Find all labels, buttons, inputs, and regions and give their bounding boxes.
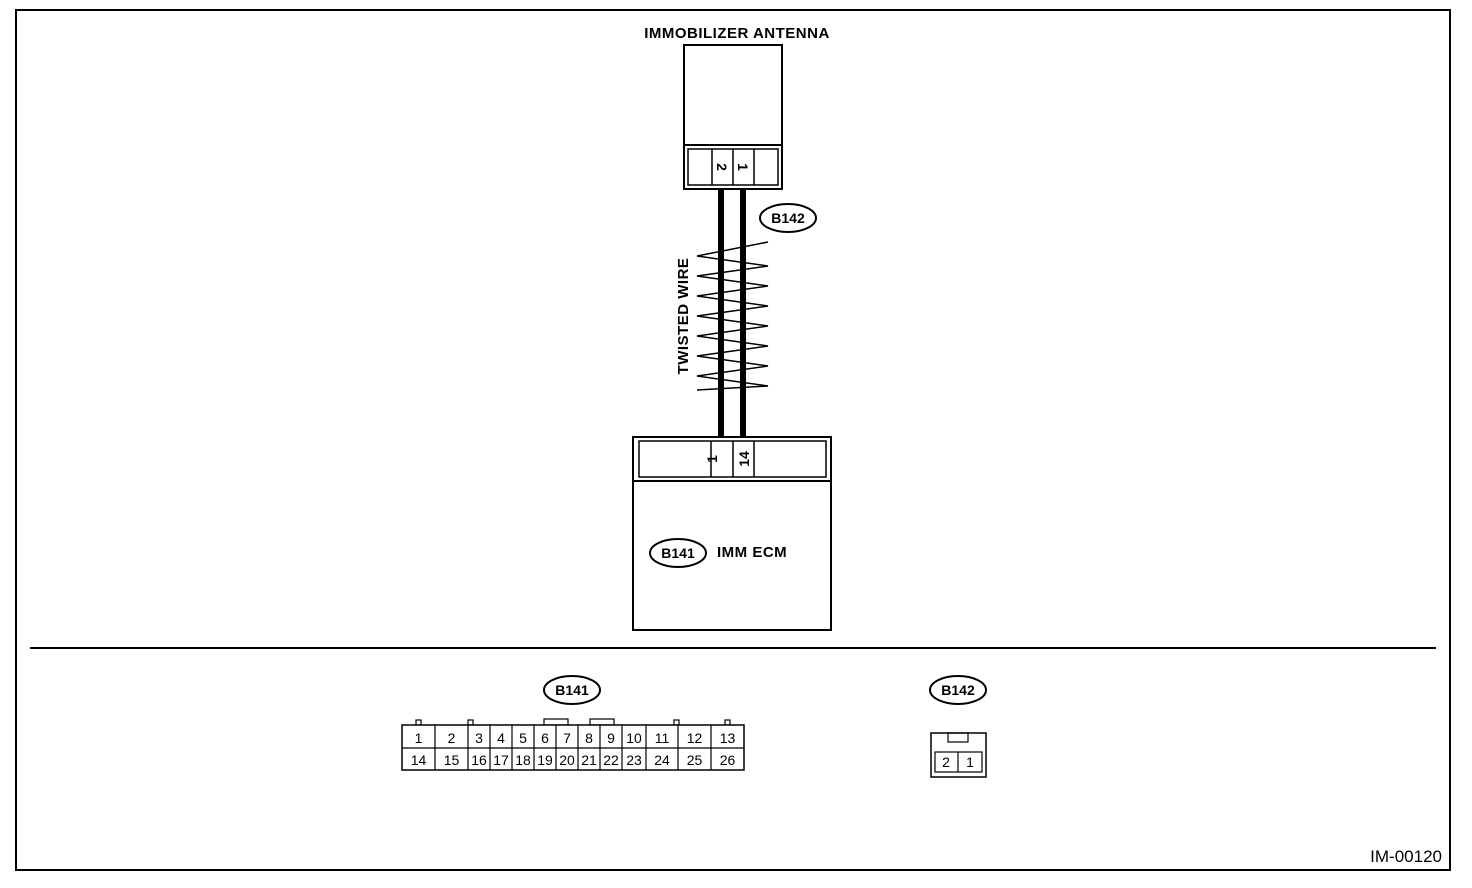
immobilizer-antenna: 2 1 xyxy=(683,44,783,190)
b141-pin-3: 3 xyxy=(475,730,483,746)
diagram-frame xyxy=(15,9,1451,871)
b141-pin-2: 2 xyxy=(448,730,456,746)
svg-text:B141: B141 xyxy=(661,545,695,561)
b141-pin-19: 19 xyxy=(537,752,553,768)
b141-pin-26: 26 xyxy=(720,752,736,768)
b141-pin-23: 23 xyxy=(626,752,642,768)
b142-pin-1: 1 xyxy=(966,754,974,770)
b141-pin-13: 13 xyxy=(720,730,736,746)
imm-ecm-unit: 1 14 xyxy=(632,436,832,631)
twisted-wire-pair xyxy=(696,189,769,438)
connector-b142-face: 2 1 xyxy=(930,732,987,778)
b141-pin-15: 15 xyxy=(444,752,460,768)
connector-tag-b141-ecm: B141 xyxy=(649,538,707,568)
connector-tag-b142-top: B142 xyxy=(759,203,817,233)
antenna-pin-2: 2 xyxy=(714,163,730,171)
b141-pin-14: 14 xyxy=(411,752,427,768)
ecm-pin-14: 14 xyxy=(736,451,752,467)
b141-pin-4: 4 xyxy=(497,730,505,746)
b141-pin-7: 7 xyxy=(563,730,571,746)
b141-pin-1: 1 xyxy=(415,730,423,746)
b141-pin-24: 24 xyxy=(654,752,670,768)
b141-pin-8: 8 xyxy=(585,730,593,746)
antenna-label: IMMOBILIZER ANTENNA xyxy=(644,25,830,42)
b142-pin-2: 2 xyxy=(942,754,950,770)
b141-pin-22: 22 xyxy=(603,752,619,768)
connector-tag-b141: B141 xyxy=(543,675,601,705)
b141-pin-21: 21 xyxy=(581,752,597,768)
b141-pin-12: 12 xyxy=(687,730,703,746)
figure-code: IM-00120 xyxy=(1370,847,1442,866)
b141-pin-18: 18 xyxy=(515,752,531,768)
b141-pin-9: 9 xyxy=(607,730,615,746)
b141-pin-11: 11 xyxy=(655,730,670,746)
connector-tag-b142: B142 xyxy=(929,675,987,705)
b141-pin-5: 5 xyxy=(519,730,527,746)
twist-spiral xyxy=(696,241,769,391)
twisted-wire-label: TWISTED WIRE xyxy=(675,258,692,375)
svg-text:B142: B142 xyxy=(771,210,805,226)
b141-pin-20: 20 xyxy=(559,752,575,768)
ecm-pin-1: 1 xyxy=(704,455,720,463)
b141-pin-17: 17 xyxy=(493,752,509,768)
b141-pin-16: 16 xyxy=(471,752,487,768)
b141-pin-10: 10 xyxy=(626,730,642,746)
b141-pin-25: 25 xyxy=(687,752,703,768)
svg-text:B141: B141 xyxy=(555,682,589,698)
svg-text:B142: B142 xyxy=(941,682,975,698)
ecm-label: IMM ECM xyxy=(717,544,787,561)
b141-pin-6: 6 xyxy=(541,730,549,746)
antenna-pin-1: 1 xyxy=(735,163,751,171)
